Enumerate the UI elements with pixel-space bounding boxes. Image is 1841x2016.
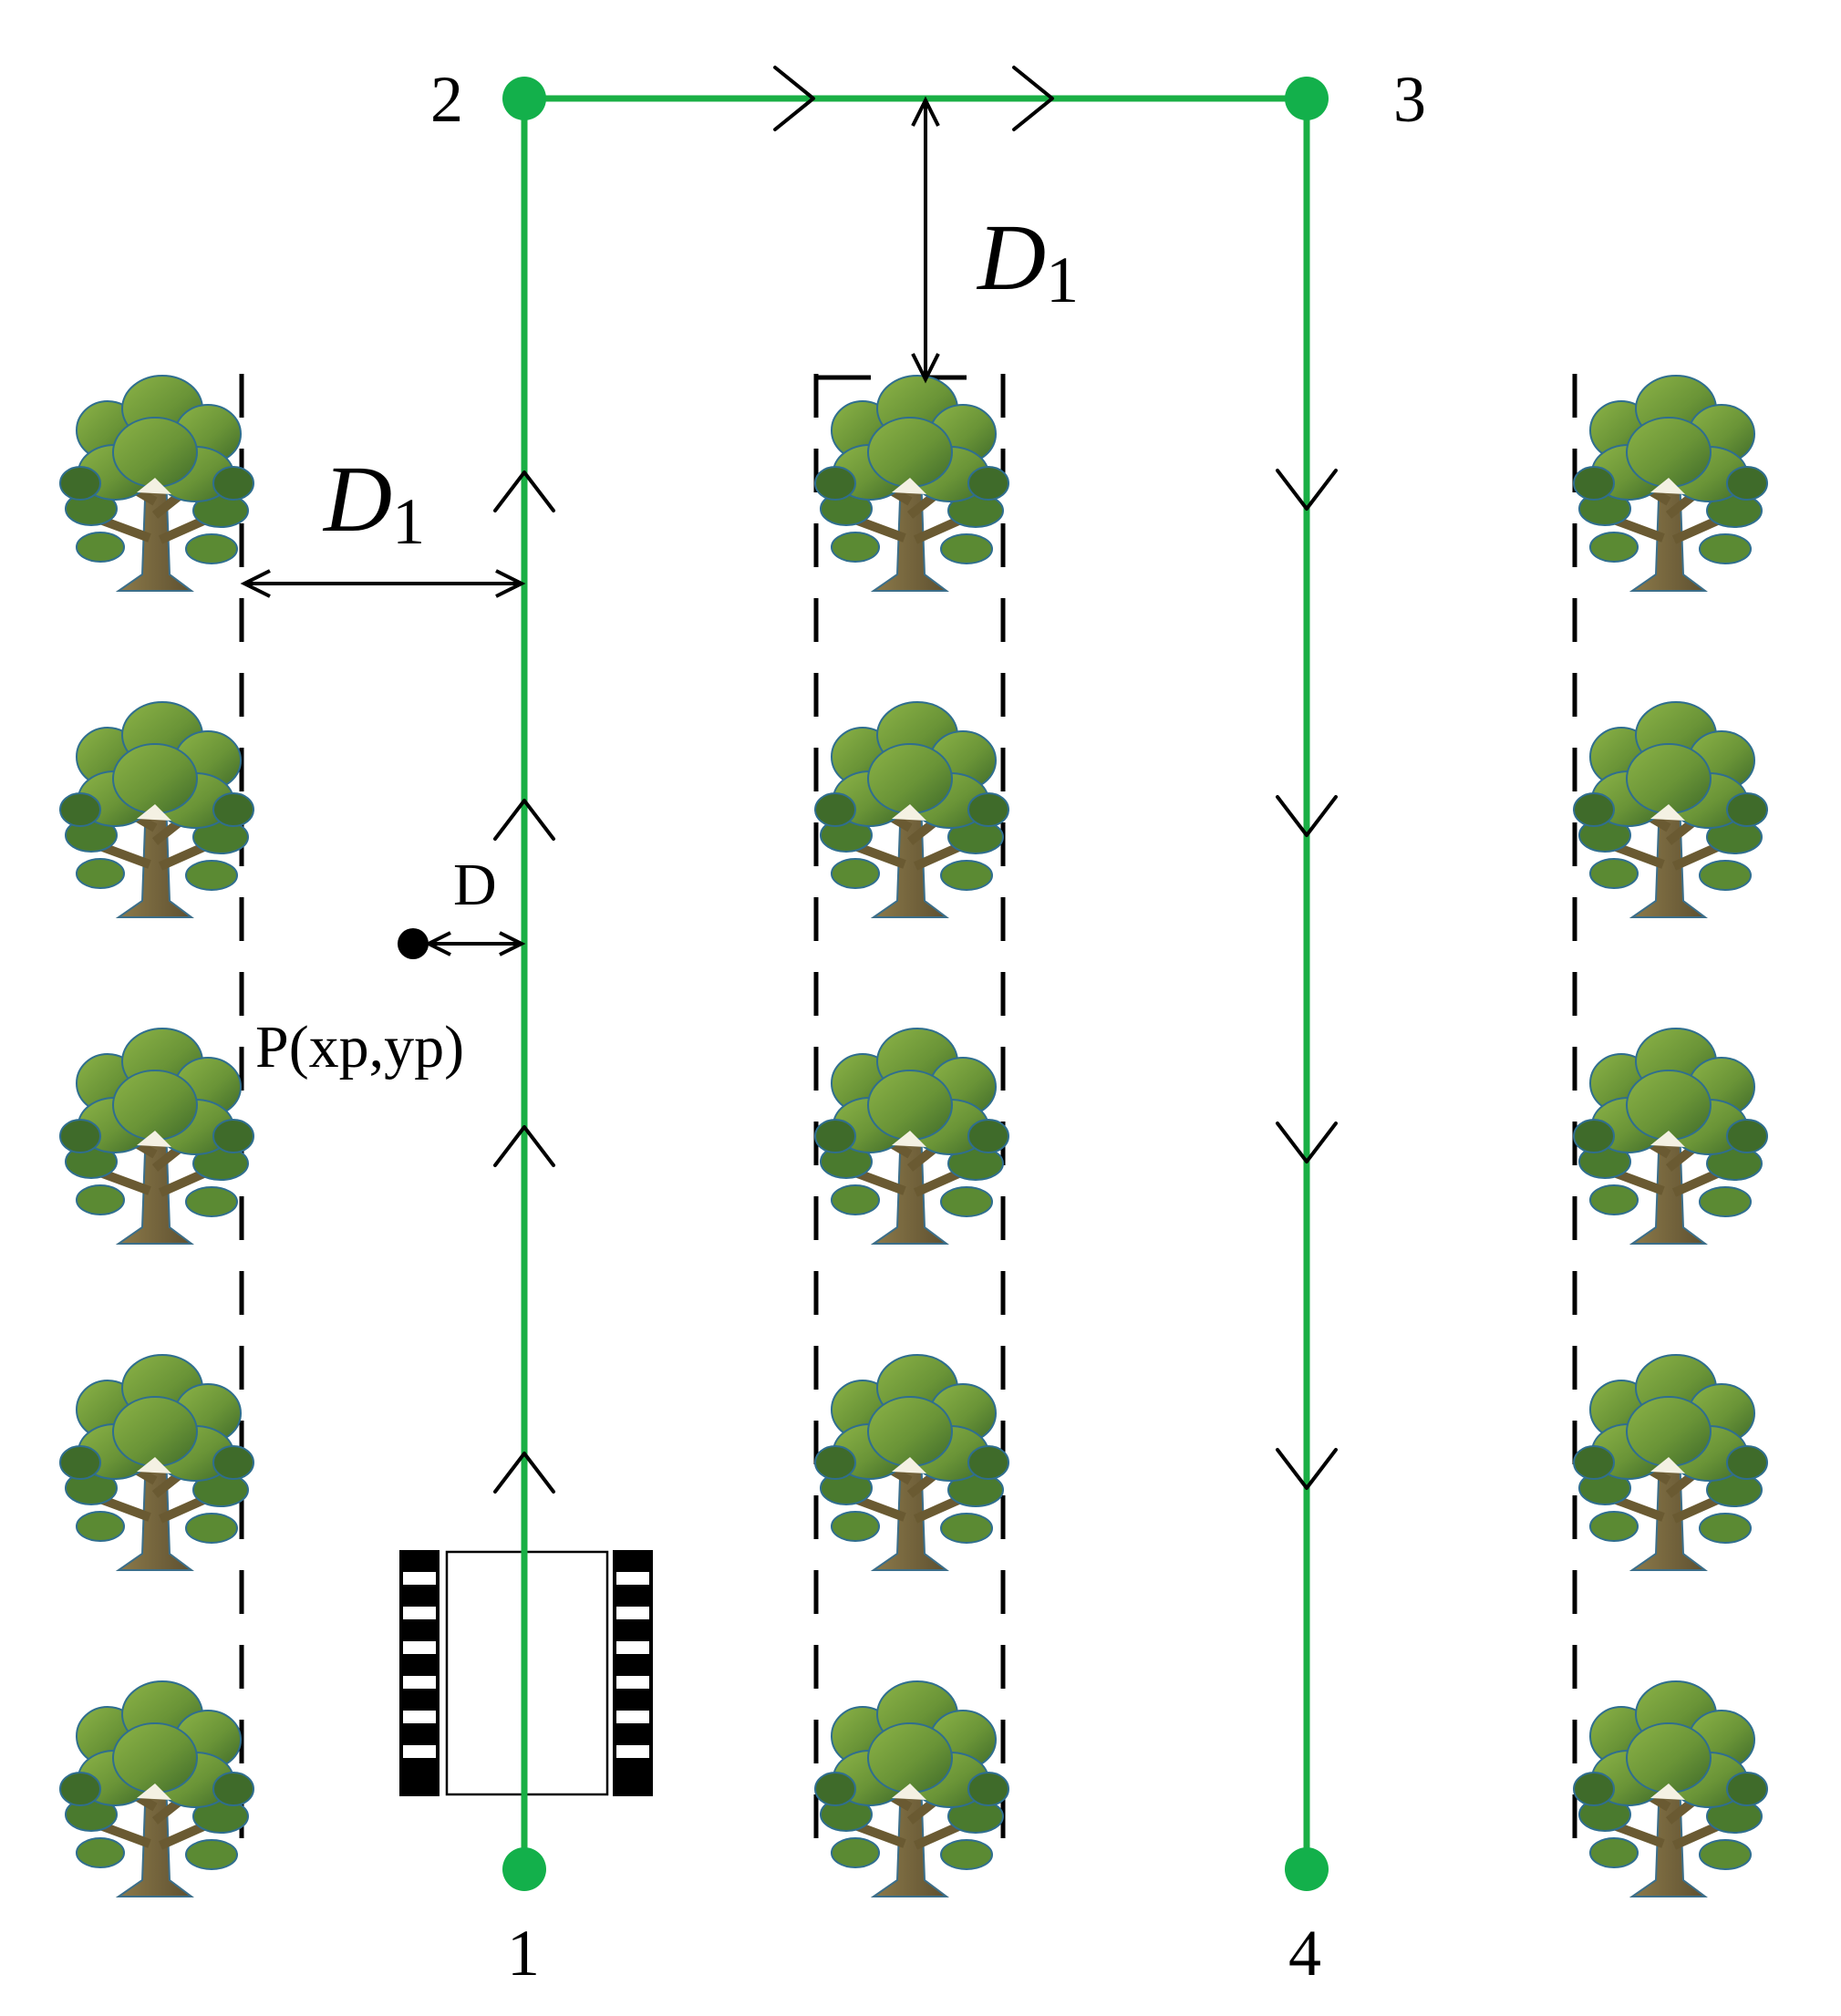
tree-icon <box>815 1355 1008 1570</box>
arrow-down-icon <box>1276 1448 1338 1490</box>
path-node-1 <box>502 1847 546 1891</box>
corner-label-3: 3 <box>1393 63 1426 136</box>
tree-icon <box>1574 1029 1767 1244</box>
tree-icon <box>60 1681 253 1897</box>
arrow-right-icon <box>1012 66 1054 131</box>
arrow-down-icon <box>1276 1122 1338 1163</box>
tree-icon <box>60 1355 253 1570</box>
arrow-up-icon <box>493 1452 555 1494</box>
arrow-down-icon <box>1276 795 1338 837</box>
planned-path <box>502 77 1329 1891</box>
dimension-label-subscript: 1 <box>1046 243 1079 316</box>
tree-icon <box>815 1029 1008 1244</box>
tree-icon <box>1574 1355 1767 1570</box>
tree-icon <box>1574 1681 1767 1897</box>
tree-icon <box>1574 376 1767 591</box>
dimension-label-small: D <box>453 852 497 918</box>
direction-arrows <box>493 66 1338 1494</box>
corner-label-4: 4 <box>1288 1917 1321 1990</box>
corner-label-1: 1 <box>507 1917 540 1990</box>
dimension-label-horizontal: D1 <box>322 447 425 558</box>
arrow-down-icon <box>1276 469 1338 511</box>
tree-icon <box>815 376 1008 591</box>
point-marker <box>398 928 429 959</box>
path-node-4 <box>1285 1847 1329 1891</box>
row-boundaries <box>239 374 1577 1851</box>
tree-icon <box>60 1029 253 1244</box>
arrow-up-icon <box>493 470 555 512</box>
dimension-label-letter: D <box>322 447 392 552</box>
tree-icon <box>60 702 253 917</box>
tree-row-right <box>1574 376 1767 1897</box>
arrow-up-icon <box>493 1125 555 1167</box>
tree-icon <box>1574 702 1767 917</box>
dimension-label-letter: D <box>976 205 1046 310</box>
arrow-up-icon <box>493 799 555 841</box>
path-line <box>521 95 1310 1867</box>
tree-icon <box>815 702 1008 917</box>
corner-label-2: 2 <box>430 63 463 136</box>
dimension-label-vertical: D1 <box>976 205 1079 316</box>
labels: 2 3 1 4 D1 D1 D P(xp,yp) <box>255 63 1426 1990</box>
tree-icon <box>60 376 253 591</box>
point-label: P(xp,yp) <box>255 1014 464 1080</box>
path-node-3 <box>1285 77 1329 120</box>
arrow-right-icon <box>773 66 815 131</box>
dimension-label-subscript: 1 <box>392 485 425 558</box>
tree-row-left <box>60 376 253 1897</box>
path-node-2 <box>502 77 546 120</box>
tree-icon <box>815 1681 1008 1897</box>
tree-row-middle <box>815 376 1008 1897</box>
